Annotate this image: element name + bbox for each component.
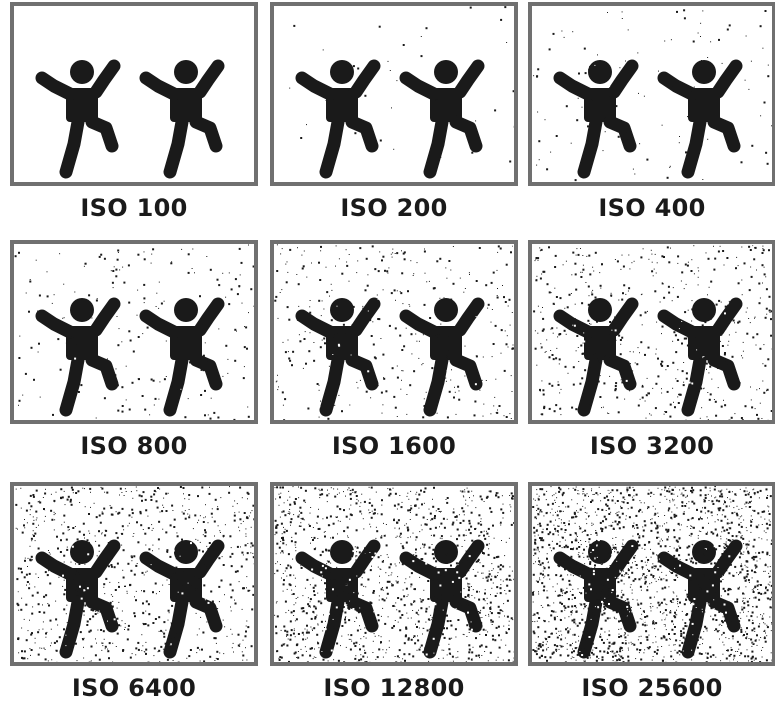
- jumping-figures-photo: [532, 486, 772, 662]
- iso-label: ISO 3200: [528, 432, 775, 460]
- photo-frame: [270, 482, 518, 666]
- photo-frame: [528, 2, 775, 186]
- photo-frame: [528, 482, 775, 666]
- iso-label: ISO 25600: [528, 674, 775, 702]
- jumping-figures-photo: [274, 6, 514, 182]
- jumping-figures-photo: [274, 244, 514, 420]
- iso-panel: ISO 400: [528, 2, 775, 232]
- jumping-figures-photo: [274, 486, 514, 662]
- photo-frame: [10, 2, 258, 186]
- jumping-person-icon: [406, 60, 478, 172]
- jumping-person-icon: [406, 298, 478, 410]
- noise-grain: [274, 486, 514, 662]
- iso-label: ISO 1600: [270, 432, 518, 460]
- iso-label: ISO 12800: [270, 674, 518, 702]
- jumping-person-icon: [42, 298, 114, 410]
- iso-label: ISO 100: [10, 194, 258, 222]
- noise-grain: [15, 486, 254, 662]
- iso-panel: ISO 6400: [10, 482, 258, 712]
- iso-panel: ISO 12800: [270, 482, 518, 712]
- jumping-person-icon: [146, 540, 218, 652]
- iso-panel: ISO 800: [10, 240, 258, 470]
- photo-frame: [270, 2, 518, 186]
- jumping-person-icon: [664, 60, 736, 172]
- jumping-person-icon: [146, 60, 218, 172]
- noise-grain: [274, 244, 514, 420]
- jumping-person-icon: [42, 540, 114, 652]
- iso-panel: ISO 200: [270, 2, 518, 232]
- jumping-figures-photo: [14, 486, 254, 662]
- iso-label: ISO 400: [528, 194, 775, 222]
- noise-grain: [533, 8, 772, 182]
- iso-label: ISO 200: [270, 194, 518, 222]
- photo-frame: [10, 240, 258, 424]
- jumping-person-icon: [42, 60, 114, 172]
- noise-grain: [533, 244, 772, 420]
- photo-frame: [10, 482, 258, 666]
- jumping-figures-photo: [532, 6, 772, 182]
- photo-frame: [270, 240, 518, 424]
- jumping-person-icon: [302, 298, 374, 410]
- photo-frame: [528, 240, 775, 424]
- jumping-person-icon: [146, 298, 218, 410]
- iso-panel: ISO 1600: [270, 240, 518, 470]
- iso-panel: ISO 25600: [528, 482, 775, 712]
- jumping-figures-photo: [532, 244, 772, 420]
- iso-label: ISO 6400: [10, 674, 258, 702]
- jumping-figures-photo: [14, 6, 254, 182]
- iso-panel: ISO 100: [10, 2, 258, 232]
- iso-label: ISO 800: [10, 432, 258, 460]
- iso-panel: ISO 3200: [528, 240, 775, 470]
- jumping-figures-photo: [14, 244, 254, 420]
- jumping-person-icon: [560, 60, 632, 172]
- noise-grain: [532, 486, 772, 662]
- noise-grain: [15, 245, 254, 421]
